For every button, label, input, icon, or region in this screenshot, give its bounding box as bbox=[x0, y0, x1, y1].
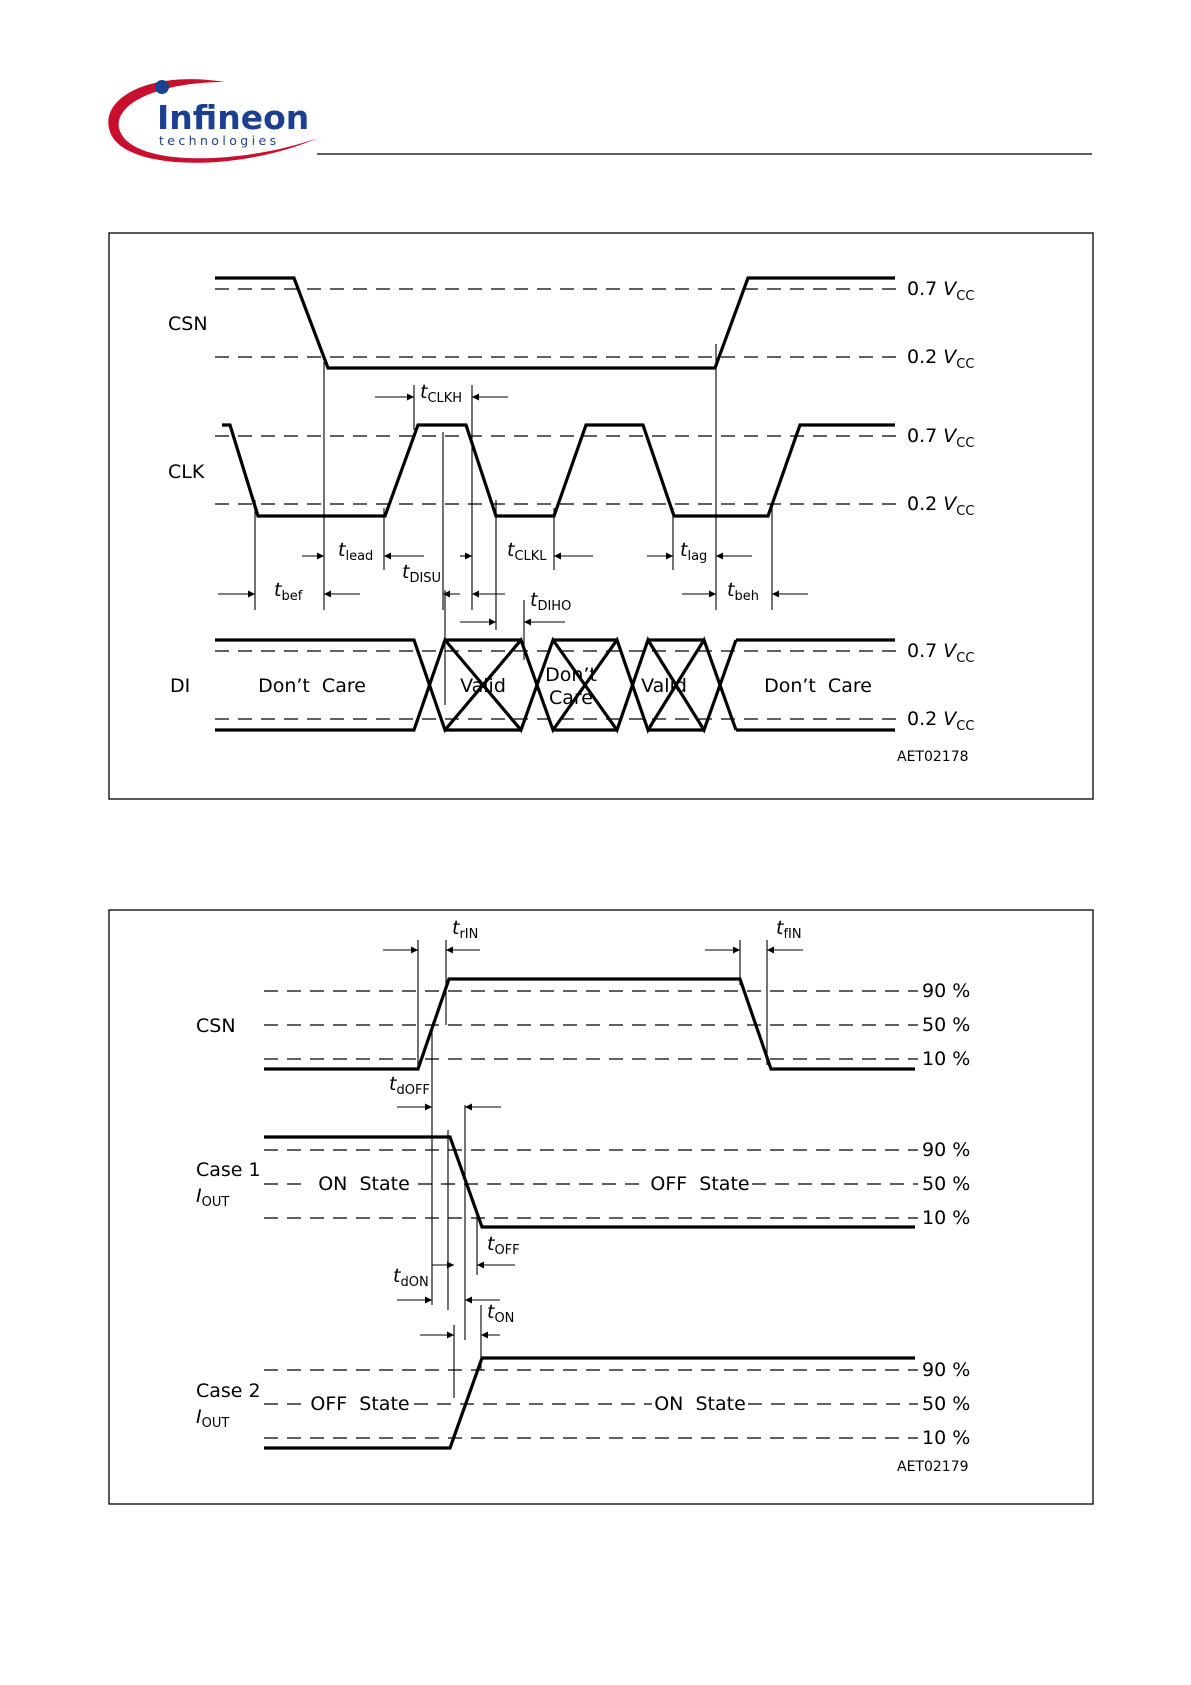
di-label: DI bbox=[170, 675, 190, 697]
level-label-clk-high: 0.7 VCC bbox=[907, 425, 974, 451]
case2-90-label: 90 % bbox=[922, 1359, 970, 1381]
logo-dot-icon bbox=[155, 80, 169, 94]
level-label-csn-high: 0.7 VCC bbox=[907, 278, 974, 304]
case2-state-left: OFF State bbox=[310, 1393, 409, 1415]
case1-state-right: OFF State bbox=[650, 1173, 749, 1195]
case2-50-label: 50 % bbox=[922, 1393, 970, 1415]
svg-text:0.7 VCC: 0.7 VCC bbox=[907, 278, 974, 304]
svg-text:0.7 VCC: 0.7 VCC bbox=[907, 425, 974, 451]
case1-50-label: 50 % bbox=[922, 1173, 970, 1195]
timing-diagram-output-switching: CSN Case 1 IOUT Case 2 IOUT 90 % 50 % 10… bbox=[108, 909, 1094, 1505]
level-label-csn-low: 0.2 VCC bbox=[907, 346, 974, 372]
di-state-dont-care-left: Don’t Care bbox=[258, 675, 366, 697]
csn-label: CSN bbox=[168, 313, 208, 335]
timing-label-lead: tlead bbox=[338, 539, 373, 564]
csn2-label: CSN bbox=[196, 1015, 236, 1037]
timing-label-beh: tbeh bbox=[727, 579, 759, 604]
di-state-valid-2: Valid bbox=[641, 675, 687, 697]
infineon-logo: Infineon technologies bbox=[108, 79, 318, 163]
case2-iout-label: IOUT bbox=[196, 1406, 229, 1431]
level-label-clk-low: 0.2 VCC bbox=[907, 493, 974, 519]
csn-waveform bbox=[215, 276, 895, 370]
case1-90-label: 90 % bbox=[922, 1139, 970, 1161]
case1-state-left: ON State bbox=[318, 1173, 410, 1195]
svg-text:0.2 VCC: 0.2 VCC bbox=[907, 708, 974, 734]
di-state-dont-care-mid-line2: Care bbox=[549, 687, 593, 709]
di-state-dont-care-right: Don’t Care bbox=[764, 675, 872, 697]
svg-text:0.7 VCC: 0.7 VCC bbox=[907, 640, 974, 666]
timing-label-doff: tdOFF bbox=[389, 1073, 430, 1098]
case1-10-label: 10 % bbox=[922, 1207, 970, 1229]
level-label-di-low: 0.2 VCC bbox=[907, 708, 974, 734]
csn2-waveform bbox=[264, 977, 915, 1071]
case1-label: Case 1 bbox=[196, 1159, 261, 1181]
timing-label-don: tdON bbox=[393, 1265, 429, 1290]
di-state-dont-care-mid-line1: Don’t bbox=[545, 664, 597, 686]
logo-brand-text: Infineon bbox=[157, 98, 309, 137]
figure-code-2: AET02179 bbox=[897, 1459, 969, 1475]
diagram1-frame bbox=[108, 232, 1094, 800]
timing-label-fin: tfIN bbox=[776, 917, 802, 942]
timing-label-on: tON bbox=[487, 1301, 514, 1326]
timing-label-rin: trIN bbox=[452, 917, 478, 942]
clk-label: CLK bbox=[168, 461, 205, 483]
timing-label-clkh: tCLKH bbox=[420, 381, 462, 406]
timing-label-off: tOFF bbox=[487, 1233, 520, 1258]
logo-tagline-text: technologies bbox=[159, 133, 280, 148]
timing-label-lag: tlag bbox=[680, 539, 707, 564]
case2-state-right: ON State bbox=[654, 1393, 746, 1415]
timing-label-diho: tDIHO bbox=[530, 589, 571, 614]
case1-iout-label: IOUT bbox=[196, 1185, 229, 1210]
case2-10-label: 10 % bbox=[922, 1427, 970, 1449]
timing-label-clkl: tCLKL bbox=[507, 539, 547, 564]
timing-label-bef: tbef bbox=[274, 579, 303, 604]
figure-code-1: AET02178 bbox=[897, 749, 969, 765]
csn-10-label: 10 % bbox=[922, 1048, 970, 1070]
csn-90-label: 90 % bbox=[922, 980, 970, 1002]
timing-label-disu: tDISU bbox=[402, 561, 441, 586]
level-label-di-high: 0.7 VCC bbox=[907, 640, 974, 666]
case2-iout-waveform bbox=[264, 1356, 915, 1450]
case2-label: Case 2 bbox=[196, 1380, 261, 1402]
di-state-valid-1: Valid bbox=[460, 675, 506, 697]
case1-iout-waveform bbox=[264, 1135, 915, 1229]
svg-text:0.2 VCC: 0.2 VCC bbox=[907, 493, 974, 519]
clk-waveform bbox=[222, 423, 895, 518]
svg-text:0.2 VCC: 0.2 VCC bbox=[907, 346, 974, 372]
csn-50-label: 50 % bbox=[922, 1014, 970, 1036]
timing-diagram-serial-input: CSN CLK DI 0.7 VCC 0.2 VCC 0.7 VCC 0.2 V… bbox=[108, 232, 1094, 800]
diagram2-frame bbox=[108, 909, 1094, 1505]
